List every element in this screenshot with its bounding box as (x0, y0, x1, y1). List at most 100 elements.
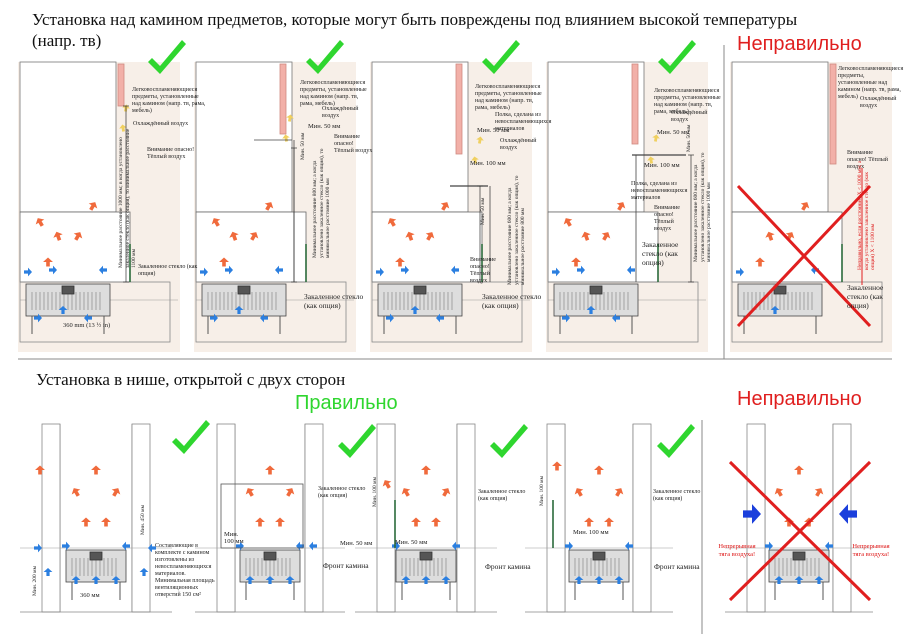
hot-air-arrow (552, 461, 562, 471)
cooled-air-arrow (647, 156, 655, 164)
hot-air-arrow (264, 202, 274, 211)
hot-air-arrow (73, 232, 83, 241)
hot-air-arrow (440, 202, 450, 211)
flammable-object (631, 63, 639, 145)
p5-note-warm: Внимание опасно! Тёплый воздух (847, 150, 889, 170)
side-wall (632, 423, 652, 613)
p5-vertical-red: Неправильно, если расстояние: X < 1000 м… (857, 160, 876, 270)
hot-air-arrow (73, 232, 83, 241)
hot-air-arrow (604, 517, 614, 527)
p3-dim-50v: Мин. 50 мм (480, 197, 486, 225)
cooled-air-arrow (471, 156, 479, 164)
cold-air-arrow (111, 576, 121, 584)
hot-air-arrow (421, 465, 431, 475)
hot-air-arrow (616, 202, 626, 211)
cold-air-arrow (814, 576, 824, 584)
side-wall (546, 423, 566, 613)
hot-air-arrow (81, 517, 91, 527)
p3-note-shelf: Полка, сделана из невоспламеняющихся мат… (495, 112, 552, 132)
hot-air-arrow (382, 480, 392, 489)
fireplace-surround (371, 211, 483, 283)
hot-air-arrow (431, 517, 441, 527)
hot-air-arrow (800, 202, 810, 211)
hot-air-arrow (275, 517, 285, 527)
cold-air-arrow (62, 541, 70, 551)
check-icon (657, 424, 695, 458)
cold-air-arrow (594, 576, 604, 584)
flammable-object (117, 63, 125, 107)
cold-air-arrow (614, 576, 624, 584)
hot-air-arrow (71, 488, 81, 497)
hot-air-arrow (594, 465, 604, 475)
hot-air-arrow (755, 257, 765, 267)
cold-air-arrow (794, 576, 804, 584)
hot-air-arrow (91, 465, 101, 475)
b3-front-label: Фронт камина (485, 562, 531, 571)
flammable-object (455, 63, 463, 155)
firebox-burner (413, 285, 427, 295)
hot-air-arrow (614, 488, 624, 497)
hot-air-arrow (584, 517, 594, 527)
check-icon (338, 424, 376, 458)
b3-dim-50: Мин. 50 мм (395, 539, 428, 546)
hot-air-arrow (35, 218, 45, 227)
hot-air-arrow (387, 218, 397, 227)
hot-air-arrow (601, 232, 611, 241)
hot-air-arrow (774, 488, 784, 497)
hot-air-arrow (285, 488, 295, 497)
hot-air-arrow (401, 488, 411, 497)
hot-air-arrow (814, 488, 824, 497)
check-icon (172, 420, 210, 454)
chimney-wall (731, 61, 829, 213)
hot-air-arrow (53, 231, 63, 241)
hot-air-arrow (765, 231, 775, 241)
hot-air-arrow (604, 517, 614, 527)
cold-air-arrow (586, 306, 596, 314)
hot-air-arrow (211, 218, 221, 227)
side-wall (304, 423, 324, 613)
hot-air-arrow (101, 517, 111, 527)
hot-air-arrow (265, 465, 275, 475)
side-wall (41, 423, 61, 613)
cold-air-arrow (122, 541, 130, 551)
hot-air-arrow (229, 231, 239, 241)
firebox-burner (61, 285, 75, 295)
hot-air-arrow (387, 218, 397, 227)
p4-dim-100: Мин. 100 мм (644, 162, 680, 169)
hot-air-arrow (594, 465, 604, 475)
b5-left-red: Непрерывная тяга воздуха! (718, 543, 756, 558)
cold-air-arrow (91, 576, 101, 584)
hot-air-arrow (285, 488, 295, 497)
section-title-above-fireplace: Установка над камином предметов, которые… (32, 10, 798, 29)
b3-note-glass: Закаленное стекло (как опция) (478, 489, 526, 502)
p2-note-flammable: Легковоспламеняющиеся предметы, установл… (300, 80, 367, 107)
chimney-wall (371, 61, 469, 213)
cold-air-arrow (111, 576, 121, 584)
cold-air-arrow (43, 568, 53, 576)
cold-air-arrow (139, 568, 149, 576)
p2-note-cool: Охлаждённый воздух (322, 106, 359, 119)
hot-air-arrow (395, 257, 405, 267)
hot-air-arrow (405, 231, 415, 241)
p4-dim-50v: Мин. 50 мм (686, 124, 692, 152)
label-correct: Правильно (295, 392, 398, 414)
hot-air-arrow (425, 232, 435, 241)
p4-note-flammable: Легковоспламеняющиеся предметы, установл… (654, 88, 721, 115)
cold-air-arrow (774, 576, 784, 584)
p3-dim-100: Мин. 100 мм (470, 160, 506, 167)
hot-air-arrow (574, 488, 584, 497)
cold-air-arrow (770, 306, 780, 314)
section-title-above-fireplace-cont: (напр. тв) (32, 31, 102, 50)
p4-note-warm: Внимание опасно! Тёплый воздух (654, 205, 680, 232)
hot-air-arrow (71, 488, 81, 497)
fireplace-base (371, 281, 523, 343)
b1-note: Составляющие в комплекте с камином изгот… (155, 543, 215, 598)
hot-air-arrow (111, 488, 121, 497)
hot-air-arrow (431, 517, 441, 527)
hot-air-arrow (101, 517, 111, 527)
fireplace-base (195, 281, 347, 343)
hot-air-arrow (441, 488, 451, 497)
flammable-object (279, 63, 287, 135)
hot-air-arrow (765, 231, 775, 241)
hot-air-arrow (395, 257, 405, 267)
